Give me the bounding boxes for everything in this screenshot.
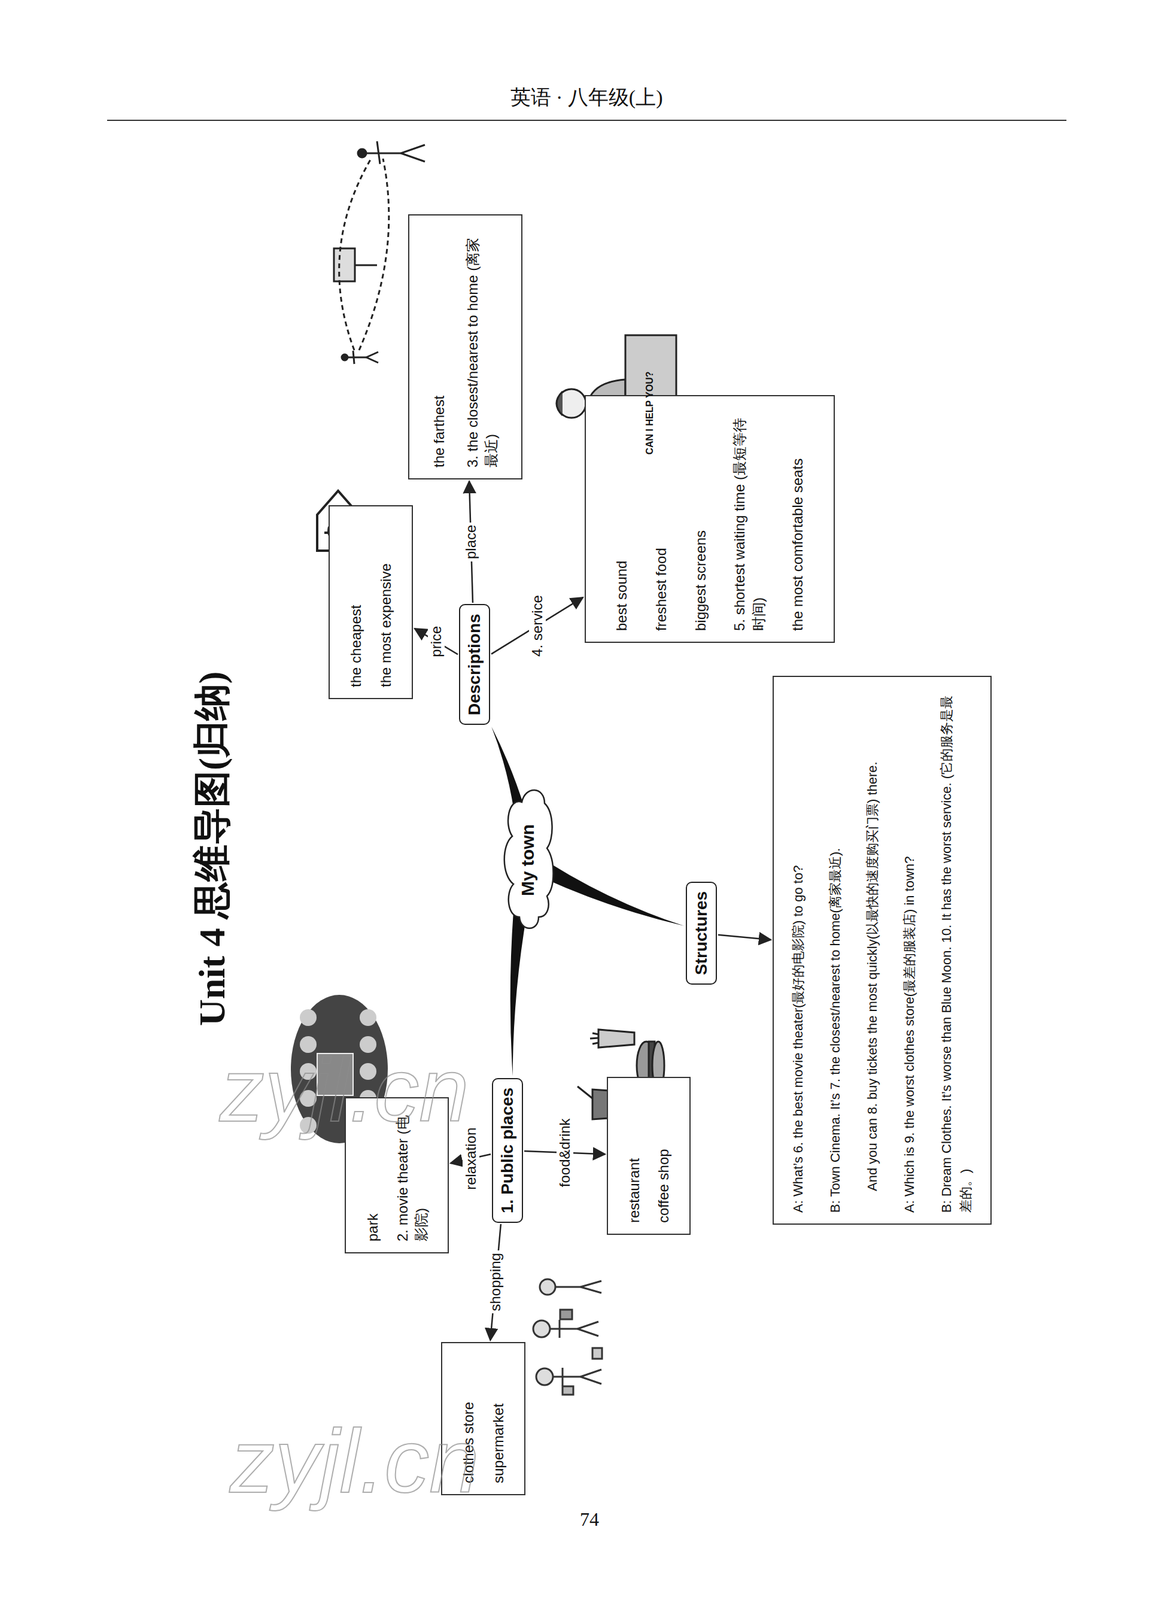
node-text: the cheapest [346,517,366,688]
sign-text: CAN I HELP YOU? [644,371,656,455]
watermark: zyjl.cn [219,1038,470,1142]
face-mark [299,1008,317,1026]
shoppers-picture [533,1278,603,1395]
diagram-title: Unit 4 思维导图(归纳) [186,671,237,1026]
branch-node: 1. Public places [491,1077,524,1223]
node-text: My town [517,824,538,896]
node-text: the farthest [429,226,449,468]
node-text: supermarket [488,1353,508,1483]
edge-label: price [427,623,445,660]
arrow-connector [718,934,771,940]
page-number: 74 [579,1508,600,1531]
face-mark [359,1008,377,1026]
node-text: restaurant [624,1088,644,1223]
node-text: A: Which is 9. the worst clothes store(最… [900,687,920,1213]
node-text: B: Dream Clothes. It’s worse than Blue M… [937,687,976,1213]
node-text: the most expensive [376,517,395,688]
edge-label: 4. service [529,592,546,659]
branch-node: Structures [685,881,717,985]
content-box: the farthest 3. the closest/nearest to ho… [408,214,523,480]
node-text: And you can 8. buy tickets the most quic… [862,687,883,1213]
node-text: 3. the closest/nearest to home (离家最近) [463,226,501,468]
node-text: Descriptions [464,613,485,716]
edge-label: place [462,522,480,562]
header-rule [107,119,1067,121]
node-text: coffee shop [654,1088,673,1223]
node-text: the most comfortable seats [788,406,807,631]
node-text: A: What’s 6. the best movie theater(最好的电… [788,687,808,1213]
node-text: B: Town Cinema. It’s 7. the closest/near… [825,687,845,1213]
edge-label: food&drink [556,1115,574,1190]
watermark: zyjl.cn [229,1409,480,1513]
node-text: 1. Public places [497,1087,518,1214]
rotated-mind-map: Unit 4 思维导图(归纳)My town1. Public placespa… [179,131,1018,1509]
node-text: biggest screens [691,406,710,631]
edge-label: shopping [487,1250,504,1313]
page-header: 英语 · 八年级(上) [510,83,664,112]
content-box: A: What’s 6. the best movie theater(最好的电… [772,675,992,1225]
content-box: best soundfreshest foodbiggest screens5.… [584,394,835,643]
node-text: Structures [691,891,711,975]
topic-cloud: My town [502,785,553,935]
content-box: restaurant coffee shop [606,1076,691,1235]
node-text: 5. shortest waiting time (最短等待时间) [730,406,768,631]
content-box: the cheapest the most expensive [328,505,413,699]
node-text: best sound [612,406,631,631]
branch-node: Descriptions [459,603,491,725]
